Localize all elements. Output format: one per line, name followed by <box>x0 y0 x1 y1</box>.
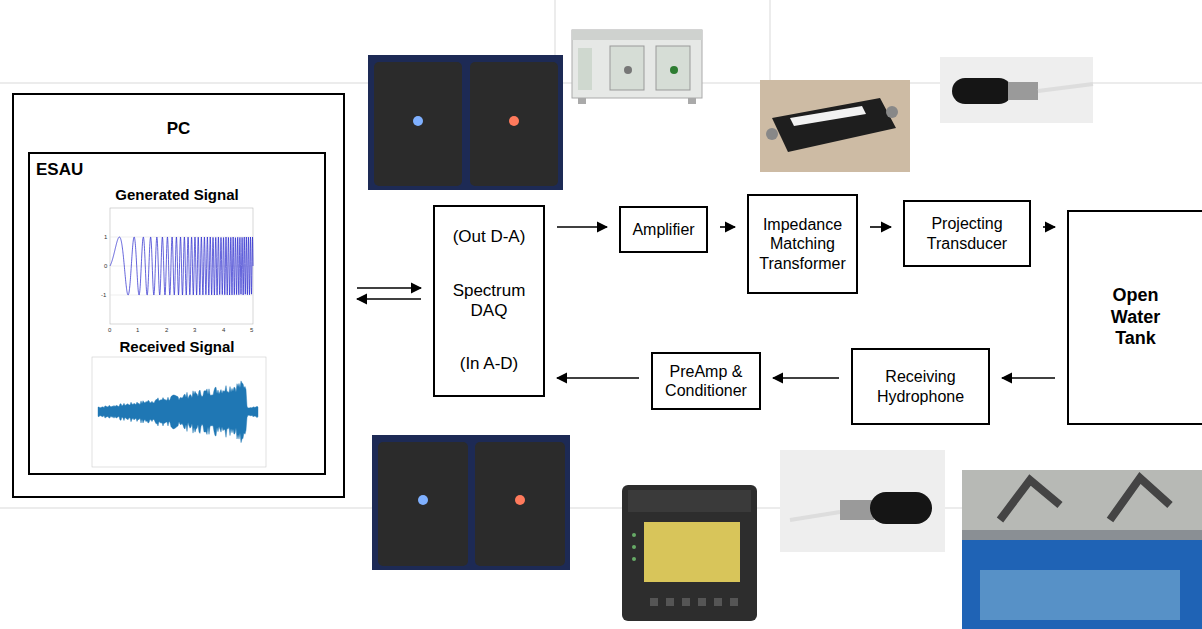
slide-guides <box>0 0 1202 508</box>
process-box: Amplifier <box>619 206 708 253</box>
flow-arrow <box>357 287 421 289</box>
flow-arrow <box>557 377 639 379</box>
node-text: Generated Signal <box>30 186 324 204</box>
flow-arrow <box>870 226 891 228</box>
flow-arrow <box>1002 377 1055 379</box>
process-box: PreAmp & Conditioner <box>651 352 761 410</box>
axis-tick: 4 <box>222 327 225 333</box>
axis-tick: 5 <box>250 327 253 333</box>
node-title: (Out D-A) <box>453 227 526 247</box>
transformer-photo <box>760 80 910 172</box>
axis-tick: 1 <box>136 327 139 333</box>
container-box: ESAU Generated SignalReceived Signal <box>28 152 326 475</box>
received-signal-plot <box>92 357 266 467</box>
node-text: Spectrum DAQ <box>447 281 531 322</box>
daq-photo <box>368 55 563 190</box>
node-title: PreAmp & Conditioner <box>659 362 753 400</box>
node-title: PC <box>14 119 343 139</box>
process-box: (Out D-A) Spectrum DAQ (In A-D) <box>433 205 545 397</box>
axis-tick: 0 <box>104 263 107 269</box>
flow-arrow <box>357 298 421 300</box>
hydrophone-photo <box>780 450 945 552</box>
flow-arrow <box>773 377 839 379</box>
node-text: Received Signal <box>30 338 324 356</box>
flow-arrow <box>720 226 735 228</box>
conditioner-photo <box>622 485 757 621</box>
node-text: (In A-D) <box>460 354 519 374</box>
axis-tick: 2 <box>165 327 168 333</box>
node-title: Open Water Tank <box>1101 285 1171 350</box>
node-title: Receiving Hydrophone <box>859 367 982 405</box>
container-box: PC ESAU Generated SignalReceived Signal <box>12 93 345 498</box>
node-title: ESAU <box>36 160 83 180</box>
axis-tick: 0 <box>108 327 111 333</box>
node-title: Amplifier <box>632 220 694 239</box>
axis-tick: 3 <box>193 327 196 333</box>
node-title: Impedance Matching Transformer <box>755 215 850 273</box>
process-box: Impedance Matching Transformer <box>747 194 858 294</box>
axis-tick: -1 <box>101 292 106 298</box>
process-box: Open Water Tank <box>1067 210 1202 425</box>
node-title: Projecting Transducer <box>911 214 1023 252</box>
generated-signal-plot <box>110 208 253 324</box>
process-box: Projecting Transducer <box>903 200 1031 267</box>
flow-arrow <box>1043 226 1055 228</box>
process-box: Receiving Hydrophone <box>851 348 990 425</box>
amplifier-photo <box>572 30 702 104</box>
tank-photo <box>962 470 1202 629</box>
daq-photo <box>372 435 570 570</box>
transducer-photo <box>940 57 1093 123</box>
flow-arrow <box>557 226 607 228</box>
axis-tick: 1 <box>104 234 107 240</box>
